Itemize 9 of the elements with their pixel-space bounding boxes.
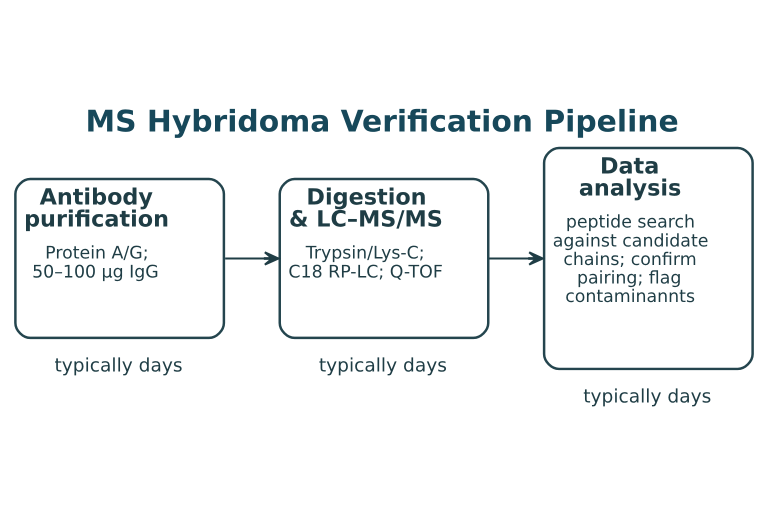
diagram-title: MS Hybridoma Verification Pipeline xyxy=(86,104,679,140)
arrow xyxy=(225,251,280,266)
node-label: typically days xyxy=(54,355,183,376)
node-box: Data analysis peptide search against candidate chains; confirm pairing; flag contaminannts xyxy=(542,146,754,370)
node-box: Antibody purification Protein A/G; 50–100 µg IgG xyxy=(14,178,226,340)
node-box: Digestion & LC–MS/MS Trypsin/Lys-C; C18 RP-LC; Q-TOF xyxy=(278,178,490,340)
node-label: typically days xyxy=(318,355,447,376)
arrow xyxy=(490,251,544,266)
node-label: typically days xyxy=(583,386,712,408)
